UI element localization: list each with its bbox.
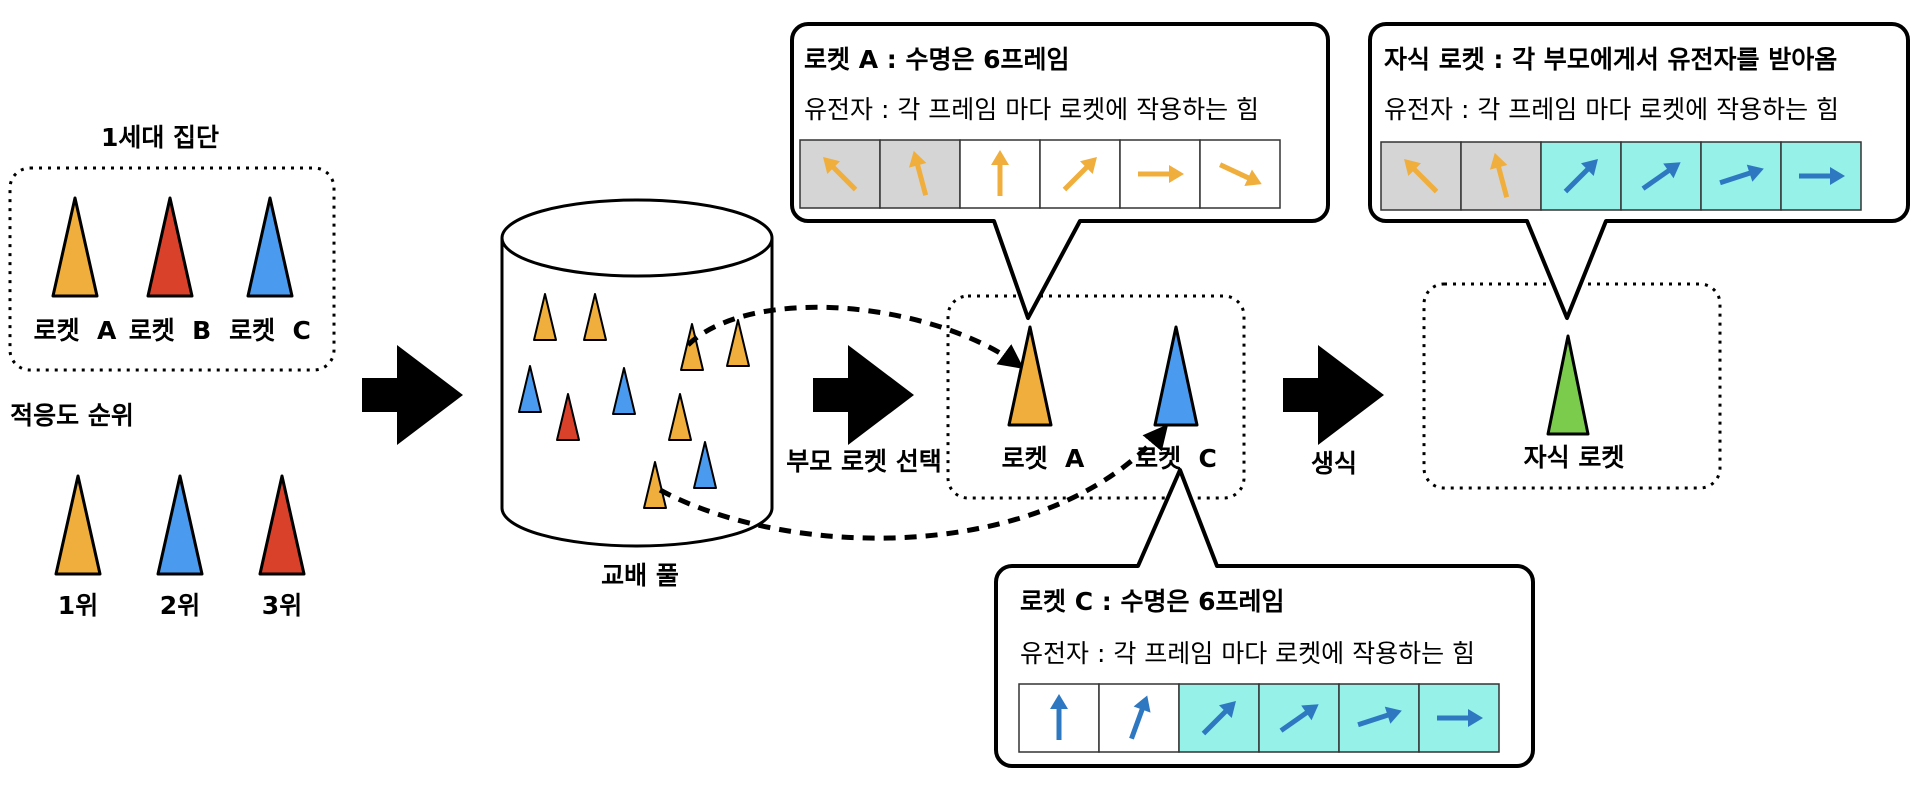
selection-arrow-c xyxy=(658,424,1169,541)
callout-c-force-arrow-icon xyxy=(1437,709,1483,727)
callout-c-gene-cell xyxy=(1418,683,1500,753)
callout-a-title: 로켓 A : 수명은 6프레임 xyxy=(804,45,1070,74)
pool-rocket xyxy=(668,393,692,441)
callout-c-force-arrow-icon xyxy=(1357,706,1402,728)
parent-a-label: 로켓 A xyxy=(1002,444,1085,473)
generation-rockets xyxy=(51,196,294,298)
rank-2-label: 2위 xyxy=(160,591,200,620)
gen-rocket-c xyxy=(246,196,294,298)
parent-c-label: 로켓 C xyxy=(1135,444,1217,473)
pool-rocket xyxy=(556,393,580,441)
generation-box xyxy=(8,166,336,372)
rank-3-rocket xyxy=(258,474,306,576)
gen-rocket-a-label: 로켓 A xyxy=(34,316,117,345)
callout-rocket-c: 로켓 C : 수명은 6프레임 유전자 : 각 프레임 마다 로켓에 작용하는 … xyxy=(994,468,1535,768)
pool-rocket xyxy=(612,367,636,415)
generation-title: 1세대 집단 xyxy=(101,123,219,152)
flow-arrow-1 xyxy=(362,345,463,445)
callout-c-subtitle: 유전자 : 각 프레임 마다 로켓에 작용하는 힘 xyxy=(1020,639,1475,668)
rank-1-rocket xyxy=(54,474,102,576)
selection-arrow-a xyxy=(686,304,1025,369)
fitness-title: 적응도 순위 xyxy=(10,401,134,430)
callout-child-gene-strip xyxy=(1380,141,1862,211)
pool-rocket xyxy=(726,319,750,367)
parents-box xyxy=(946,294,1246,500)
callout-a-force-arrow-icon xyxy=(908,150,929,196)
callout-child-subtitle: 유전자 : 각 프레임 마다 로켓에 작용하는 힘 xyxy=(1384,95,1839,124)
pool-rocket xyxy=(518,365,542,413)
pool-rocket xyxy=(680,323,704,371)
callout-a-gene-strip xyxy=(799,139,1281,209)
flow-arrow-2 xyxy=(813,345,914,445)
gen-rocket-b xyxy=(146,196,194,298)
callout-child-force-arrow-icon xyxy=(1563,159,1598,194)
gen-rocket-a xyxy=(51,196,99,298)
gen-rocket-c-label: 로켓 C xyxy=(229,316,311,345)
parent-rocket-c xyxy=(1153,325,1199,427)
callout-a-force-arrow-icon xyxy=(1062,157,1097,192)
callout-a-subtitle: 유전자 : 각 프레임 마다 로켓에 작용하는 힘 xyxy=(804,95,1259,124)
child-label: 자식 로켓 xyxy=(1524,443,1625,472)
callout-rocket-a: 로켓 A : 수명은 6프레임 유전자 : 각 프레임 마다 로켓에 작용하는 … xyxy=(790,22,1330,320)
callout-child-rocket: 자식 로켓 : 각 부모에게서 유전자를 받아옴 유전자 : 각 프레임 마다 … xyxy=(1368,22,1910,320)
pool-rocket xyxy=(583,293,607,341)
rank-2-rocket xyxy=(156,474,204,576)
callout-c-gene-strip xyxy=(1018,683,1500,753)
callout-a-force-arrow-icon xyxy=(1219,162,1262,186)
flow-arrow-3 xyxy=(1283,345,1384,445)
callout-c-force-arrow-icon xyxy=(1050,694,1068,740)
parent-rocket-a xyxy=(1007,325,1053,427)
callout-child-force-arrow-icon xyxy=(1719,164,1764,186)
parent-rockets xyxy=(1007,325,1199,427)
rank-3-label: 3위 xyxy=(262,591,302,620)
rank-1-label: 1위 xyxy=(58,591,98,620)
callout-child-force-arrow-icon xyxy=(1799,167,1845,185)
callout-child-force-arrow-icon xyxy=(1641,162,1681,191)
callout-a-gene-cell xyxy=(1039,139,1121,209)
callout-a-force-arrow-icon xyxy=(1138,165,1184,183)
reproduction-label: 생식 xyxy=(1311,449,1357,478)
pool-rocket xyxy=(693,441,717,489)
selection-label: 부모 로켓 선택 xyxy=(786,447,941,476)
callout-child-force-arrow-icon xyxy=(1489,152,1510,198)
pool-label: 교배 풀 xyxy=(601,561,679,590)
gen-rocket-b-label: 로켓 B xyxy=(129,316,211,345)
mating-pool xyxy=(500,198,774,548)
pool-rockets xyxy=(518,293,750,509)
callout-c-force-arrow-icon xyxy=(1201,701,1236,736)
callout-a-force-arrow-icon xyxy=(991,150,1009,196)
callout-c-title: 로켓 C : 수명은 6프레임 xyxy=(1020,587,1285,616)
callout-child-force-arrow-icon xyxy=(1404,159,1439,194)
callout-a-force-arrow-icon xyxy=(823,157,858,192)
fitness-rockets xyxy=(54,474,306,576)
callout-c-force-arrow-icon xyxy=(1129,695,1151,740)
pool-rocket xyxy=(643,461,667,509)
child-rocket xyxy=(1546,334,1590,436)
callout-child-title: 자식 로켓 : 각 부모에게서 유전자를 받아옴 xyxy=(1384,45,1837,74)
callout-c-force-arrow-icon xyxy=(1279,704,1319,733)
child-rockets xyxy=(1546,334,1590,436)
pool-rocket xyxy=(533,293,557,341)
